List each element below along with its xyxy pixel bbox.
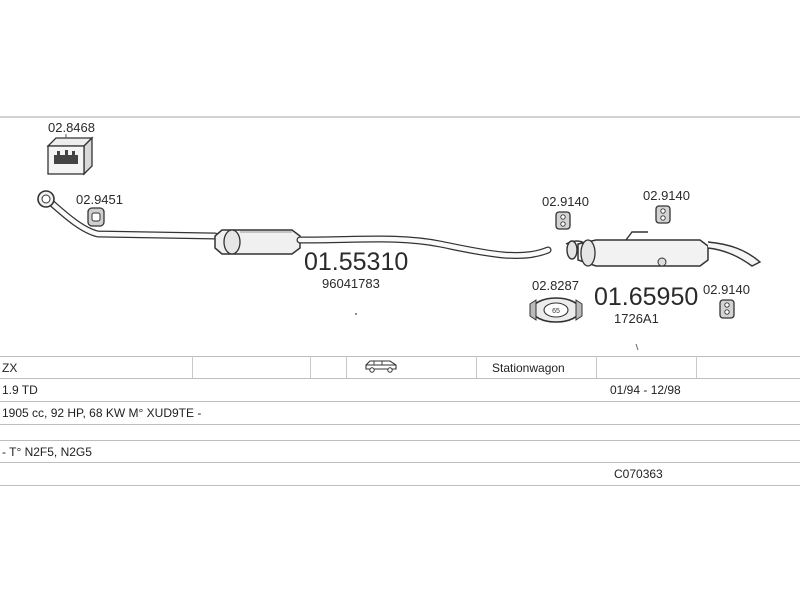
vehicle-model: ZX bbox=[2, 361, 18, 375]
type-codes: - T° N2F5, N2G5 bbox=[2, 445, 92, 459]
hanger-mid-part-number: 02.9140 bbox=[643, 188, 690, 203]
middle-pipe[interactable] bbox=[296, 235, 552, 260]
table-row: 1905 cc, 92 HP, 68 KW M° XUD9TE - bbox=[0, 401, 800, 423]
table-row: - T° N2F5, N2G5 bbox=[0, 440, 800, 462]
clamp-ring-icon[interactable]: 65 bbox=[529, 297, 583, 323]
front-rubber-part-number: 02.9451 bbox=[76, 192, 123, 207]
leader-mark bbox=[635, 343, 639, 351]
hanger-icon[interactable] bbox=[555, 211, 571, 230]
hanger-icon[interactable] bbox=[719, 299, 735, 319]
rear-silencer-part-number: 01.65950 bbox=[594, 283, 698, 311]
hanger-icon[interactable] bbox=[655, 205, 671, 224]
table-line bbox=[0, 424, 800, 425]
middle-pipe-oem-number: 96041783 bbox=[322, 276, 380, 291]
table-row: 1.9 TD 01/94 - 12/98 bbox=[0, 378, 800, 400]
engine-specs: 1905 cc, 92 HP, 68 KW M° XUD9TE - bbox=[2, 406, 202, 420]
catalog-code: C070363 bbox=[614, 467, 663, 481]
table-line bbox=[0, 440, 800, 441]
rear-silencer-oem-number: 1726A1 bbox=[614, 311, 659, 326]
middle-silencer[interactable] bbox=[214, 229, 301, 255]
table-divider bbox=[596, 356, 597, 378]
dot-marker bbox=[355, 313, 357, 315]
rubber-mount-icon[interactable] bbox=[87, 207, 105, 227]
table-divider bbox=[310, 356, 311, 378]
table-line bbox=[0, 485, 800, 486]
front-pipe[interactable] bbox=[37, 190, 219, 240]
table-divider bbox=[696, 356, 697, 378]
clamp-kit-box-icon[interactable] bbox=[46, 136, 94, 176]
table-line bbox=[0, 401, 800, 402]
middle-pipe-part-number: 01.55310 bbox=[304, 248, 408, 276]
clamp-box-part-number: 02.8468 bbox=[48, 120, 95, 135]
table-line bbox=[0, 462, 800, 463]
rear-silencer[interactable] bbox=[565, 231, 762, 267]
engine: 1.9 TD bbox=[2, 383, 38, 397]
production-years: 01/94 - 12/98 bbox=[610, 383, 681, 397]
table-line bbox=[0, 356, 800, 357]
body-type: Stationwagon bbox=[492, 361, 565, 375]
svg-text:65: 65 bbox=[552, 308, 560, 315]
table-divider bbox=[192, 356, 193, 378]
stationwagon-car-icon bbox=[364, 359, 398, 379]
hanger-left-part-number: 02.9140 bbox=[542, 194, 589, 209]
clamp-ring-part-number: 02.8287 bbox=[532, 278, 579, 293]
hanger-right-part-number: 02.9140 bbox=[703, 282, 750, 297]
table-divider bbox=[476, 356, 477, 378]
table-row: ZX Stationwagon bbox=[0, 356, 800, 378]
table-divider bbox=[346, 356, 347, 378]
table-row: C070363 bbox=[0, 462, 800, 484]
table-line bbox=[0, 378, 800, 379]
